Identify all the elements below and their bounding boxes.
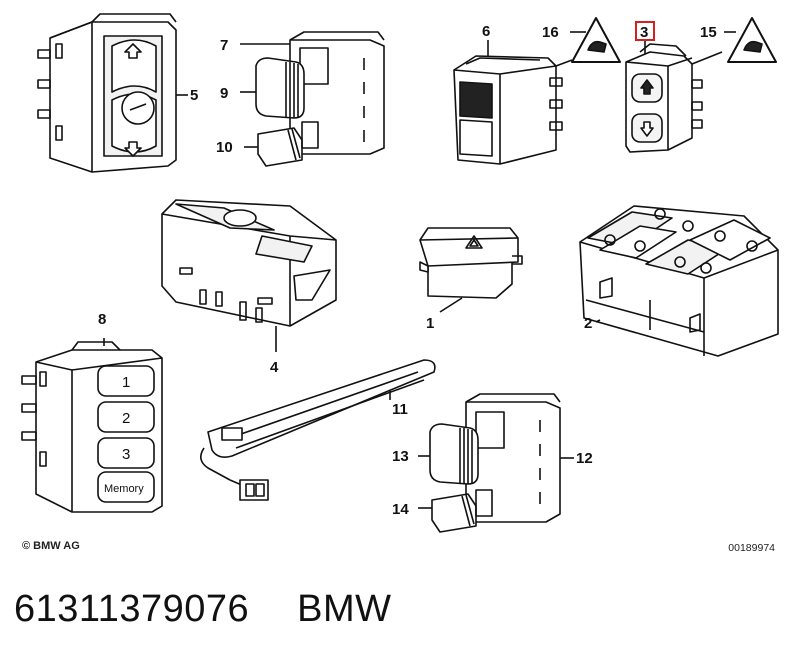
callout-2: 2 xyxy=(584,315,592,332)
part-1-hazard-switch xyxy=(419,227,523,313)
memory-key-3-label: 3 xyxy=(122,446,130,463)
part-16-warning-label xyxy=(570,17,621,63)
part-8-memory-switch xyxy=(21,338,163,513)
part-12-switch-housing xyxy=(465,393,574,523)
callout-3: 3 xyxy=(640,24,648,41)
part-15-warning-label xyxy=(724,17,777,63)
part-9-switch-cap xyxy=(240,57,305,119)
callout-13: 13 xyxy=(392,448,409,465)
callout-14: 14 xyxy=(392,501,409,518)
brand-name: BMW xyxy=(297,588,392,630)
part-5-rocker-switch xyxy=(37,13,188,173)
memory-key-1-label: 1 xyxy=(122,374,130,391)
part-11-heating-element xyxy=(200,359,436,501)
memory-key-2-label: 2 xyxy=(122,410,130,427)
part-10-small-switch-cap xyxy=(244,121,319,167)
memory-key-label: Memory xyxy=(104,483,144,495)
part-number: 61311379076 xyxy=(14,588,250,630)
callout-4: 4 xyxy=(270,359,279,376)
part-number-line: 61311379076 BMW xyxy=(14,588,392,631)
callout-7: 7 xyxy=(220,37,228,54)
part-6-rocker-switch xyxy=(453,40,573,165)
part-14-small-switch-cap xyxy=(418,489,493,533)
callout-1: 1 xyxy=(426,315,434,332)
part-13-switch-cap xyxy=(418,423,479,485)
callout-8: 8 xyxy=(98,311,106,328)
copyright-text: © BMW AG xyxy=(22,540,80,552)
part-3-up-down-switch xyxy=(625,40,723,153)
callout-11: 11 xyxy=(392,401,408,418)
part-2-switch-cluster xyxy=(579,205,779,357)
drawing-number: 00189974 xyxy=(728,542,775,554)
parts-diagram: 5 7 9 10 6 16 3 15 4 1 2 8 11 13 12 14 1… xyxy=(21,13,779,533)
callout-6: 6 xyxy=(482,23,490,40)
callout-5: 5 xyxy=(190,87,198,104)
callout-16: 16 xyxy=(542,24,559,41)
callout-15: 15 xyxy=(700,24,717,41)
part-7-switch-housing xyxy=(240,31,385,155)
part-4-switch-assembly xyxy=(161,199,337,352)
highlight-box xyxy=(635,21,655,41)
callout-12: 12 xyxy=(576,450,593,467)
callout-9: 9 xyxy=(220,85,228,102)
callout-10: 10 xyxy=(216,139,233,156)
